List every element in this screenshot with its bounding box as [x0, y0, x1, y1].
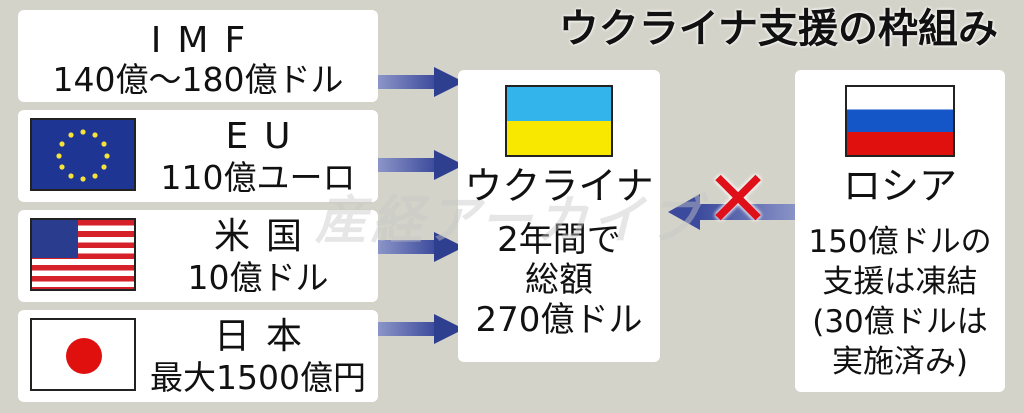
arrow-right-icon — [378, 314, 468, 344]
arrow-right-icon — [378, 232, 468, 262]
donor-name: 日本 — [213, 316, 318, 357]
us-flag-icon — [30, 218, 136, 291]
russia-line4: 実施済み) — [831, 344, 969, 380]
donor-amount: 140億〜180億ドル — [52, 60, 344, 99]
donor-amount: 110億ユーロ — [160, 158, 356, 197]
donor-us-box: 米国 10億ドル — [18, 210, 378, 302]
diagram-title: ウクライナ支援の枠組み — [558, 6, 998, 52]
russia-flag-icon — [845, 85, 955, 157]
ukraine-flag-icon — [505, 85, 613, 157]
russia-line2: 支援は凍結 — [822, 264, 978, 300]
donor-imf-box: IMF 140億〜180億ドル — [18, 10, 378, 102]
cross-mark-icon: ✕ — [705, 155, 771, 245]
eu-flag-icon — [30, 118, 136, 191]
donor-amount: 最大1500億円 — [150, 358, 366, 397]
russia-line1: 150億ドルの — [808, 224, 992, 260]
arrow-right-icon — [378, 150, 468, 180]
recipient-line1: 2年間で — [497, 220, 621, 260]
donor-japan-box: 日本 最大1500億円 — [18, 310, 378, 402]
donor-amount: 10億ドル — [187, 258, 329, 297]
recipient-line3: 270億ドル — [475, 300, 643, 340]
ukraine-box: ウクライナ 2年間で 総額 270億ドル — [458, 70, 660, 362]
japan-flag-icon — [30, 318, 136, 391]
donor-name: IMF — [150, 20, 262, 61]
arrow-right-icon — [378, 67, 468, 97]
russia-name: ロシア — [842, 164, 957, 208]
blocked-arrow-left-icon — [668, 190, 798, 230]
donor-name: EU — [225, 116, 307, 157]
recipient-line2: 総額 — [525, 260, 593, 300]
donor-eu-box: EU 110億ユーロ — [18, 110, 378, 202]
recipient-name: ウクライナ — [464, 164, 654, 208]
russia-line3: (30億ドルは — [812, 304, 988, 340]
donor-name: 米国 — [213, 216, 318, 257]
russia-box: ロシア 150億ドルの 支援は凍結 (30億ドルは 実施済み) — [795, 70, 1005, 392]
